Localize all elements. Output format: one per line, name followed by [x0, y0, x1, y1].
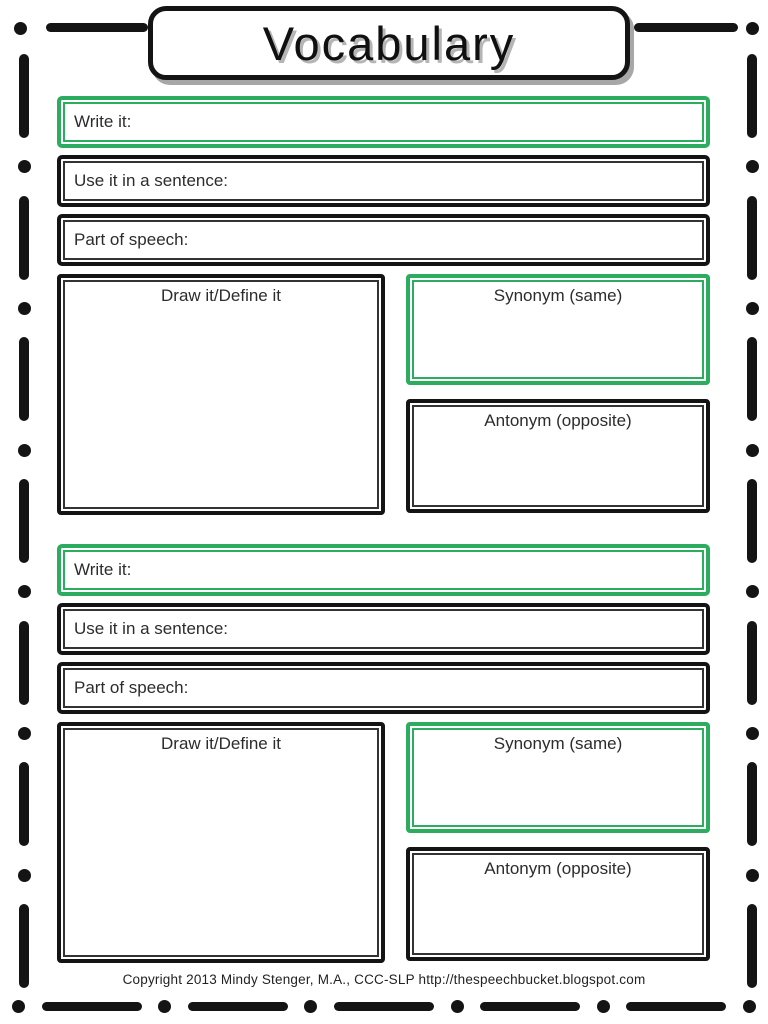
border-right	[745, 54, 759, 988]
border-dot	[158, 999, 172, 1013]
boxes-row: Draw it/Define it Synonym (same) Antonym…	[57, 274, 710, 515]
sentence-label: Use it in a sentence:	[74, 619, 229, 638]
write-it-label: Write it:	[74, 560, 132, 579]
antonym-box: Antonym (opposite)	[406, 399, 710, 513]
synonym-label: Synonym (same)	[493, 734, 623, 753]
part-of-speech-label: Part of speech:	[74, 230, 189, 249]
border-dot	[17, 585, 31, 599]
write-it-label: Write it:	[74, 112, 132, 131]
draw-define-label: Draw it/Define it	[161, 286, 281, 305]
border-dot	[745, 726, 759, 740]
border-dash	[747, 337, 757, 422]
border-dot	[17, 301, 31, 315]
border-dash	[333, 1001, 434, 1011]
part-of-speech-label: Part of speech:	[74, 678, 189, 697]
border-dash	[19, 54, 29, 138]
boxes-row: Draw it/Define it Synonym (same) Antonym…	[57, 722, 710, 963]
antonym-label: Antonym (opposite)	[484, 411, 632, 430]
border-dash	[747, 620, 757, 705]
border-dash	[747, 762, 757, 847]
border-left	[17, 54, 31, 988]
border-dash	[747, 903, 757, 988]
part-of-speech-field: Part of speech:	[57, 214, 710, 266]
border-dot	[745, 443, 759, 457]
sentence-field: Use it in a sentence:	[57, 155, 710, 207]
border-dot	[746, 22, 759, 35]
border-dot	[745, 301, 759, 315]
border-dash	[19, 195, 29, 280]
write-it-field: Write it:	[57, 544, 710, 596]
synonym-label: Synonym (same)	[493, 286, 623, 305]
synonym-antonym-column: Synonym (same) Antonym (opposite)	[406, 722, 710, 963]
border-dash	[19, 620, 29, 705]
border-bottom	[12, 999, 756, 1013]
border-dot	[745, 585, 759, 599]
part-of-speech-field: Part of speech:	[57, 662, 710, 714]
border-dash	[19, 762, 29, 847]
border-dash	[634, 23, 738, 32]
sentence-label: Use it in a sentence:	[74, 171, 229, 190]
write-it-field: Write it:	[57, 96, 710, 148]
border-dot	[745, 868, 759, 882]
vocab-section-1: Write it: Use it in a sentence: Part of …	[57, 96, 710, 520]
border-dot	[742, 999, 756, 1013]
border-dot	[17, 160, 31, 174]
border-dot	[12, 999, 25, 1013]
border-dot	[17, 443, 31, 457]
border-dash	[747, 478, 757, 563]
border-dash	[747, 54, 757, 138]
border-dash	[46, 23, 148, 32]
antonym-box: Antonym (opposite)	[406, 847, 710, 961]
synonym-antonym-column: Synonym (same) Antonym (opposite)	[406, 274, 710, 515]
border-dash	[19, 337, 29, 422]
border-dot	[304, 999, 318, 1013]
border-dot	[17, 726, 31, 740]
border-dot	[745, 160, 759, 174]
antonym-label: Antonym (opposite)	[484, 859, 632, 878]
border-dash	[19, 478, 29, 563]
page-title: Vocabulary	[262, 16, 516, 70]
draw-define-label: Draw it/Define it	[161, 734, 281, 753]
border-dash	[187, 1001, 288, 1011]
worksheet-title-box: Vocabulary	[148, 6, 630, 80]
border-dot	[17, 868, 31, 882]
border-dash	[41, 1001, 142, 1011]
border-dot	[596, 999, 610, 1013]
border-dash	[480, 1001, 581, 1011]
vocab-section-2: Write it: Use it in a sentence: Part of …	[57, 544, 710, 968]
border-dash	[19, 903, 29, 988]
draw-define-box: Draw it/Define it	[57, 722, 385, 963]
sentence-field: Use it in a sentence:	[57, 603, 710, 655]
copyright-line: Copyright 2013 Mindy Stenger, M.A., CCC-…	[122, 972, 646, 987]
draw-define-box: Draw it/Define it	[57, 274, 385, 515]
synonym-box: Synonym (same)	[406, 722, 710, 833]
synonym-box: Synonym (same)	[406, 274, 710, 385]
border-dash	[626, 1001, 727, 1011]
border-dot	[450, 999, 464, 1013]
border-dot	[14, 22, 27, 35]
border-dash	[747, 195, 757, 280]
